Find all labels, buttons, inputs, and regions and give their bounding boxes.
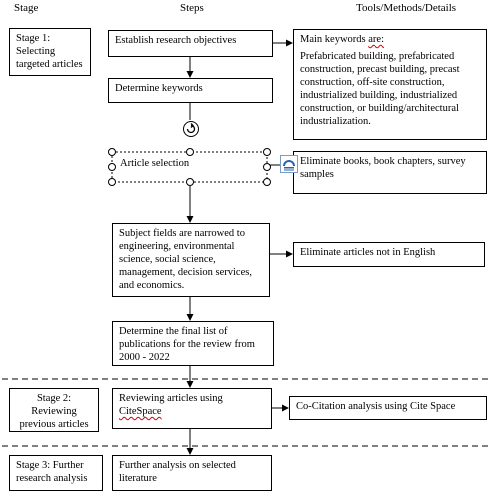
step-final-list-label: Determine the final list of publications… — [119, 326, 255, 363]
step-establish-objectives: Establish research objectives — [108, 30, 273, 57]
step-final-list: Determine the final list of publications… — [112, 321, 274, 366]
step-subject-fields: Subject fields are narrowed to engineeri… — [112, 223, 270, 297]
resize-handle-left[interactable] — [108, 163, 116, 171]
step-establish-objectives-label: Establish research objectives — [115, 35, 237, 46]
tool-eliminate-books: Eliminate books, book chapters, survey s… — [293, 151, 487, 194]
header-stage: Stage — [14, 2, 39, 14]
step-article-selection[interactable]: Article selection — [112, 152, 267, 182]
header-steps: Steps — [180, 2, 204, 14]
resize-handle-top[interactable] — [186, 148, 194, 156]
tool-main-keywords-prefix: Main keywords — [300, 34, 369, 45]
step-article-selection-label: Article selection — [120, 158, 190, 169]
step-subject-fields-label: Subject fields are narrowed to engineeri… — [119, 228, 252, 291]
resize-handle-right[interactable] — [263, 163, 271, 171]
stage-2-box: Stage 2: Reviewing previous articles — [9, 388, 99, 432]
step-determine-keywords: Determine keywords — [108, 78, 273, 103]
step-further-analysis-label: Further analysis on selected literature — [119, 460, 236, 484]
tool-main-keywords-list: Prefabricated building, prefabricated co… — [300, 51, 460, 127]
stage-3-label: Stage 3: Further research analysis — [16, 460, 88, 484]
tool-eliminate-english-label: Eliminate articles not in English — [300, 247, 436, 258]
resize-handle-bottom-right[interactable] — [263, 178, 271, 186]
layout-options-icon[interactable] — [280, 155, 298, 173]
stage-1-label: Stage 1: Selecting targeted articles — [16, 33, 83, 70]
resize-handle-top-left[interactable] — [108, 148, 116, 156]
stage-2-label: Stage 2: Reviewing previous articles — [19, 393, 89, 430]
header-tools: Tools/Methods/Details — [356, 2, 457, 14]
step-further-analysis: Further analysis on selected literature — [112, 455, 272, 491]
tool-cocitation: Co-Citation analysis using Cite Space — [289, 396, 487, 420]
tool-eliminate-english: Eliminate articles not in English — [293, 242, 485, 267]
resize-handle-top-right[interactable] — [263, 148, 271, 156]
step-determine-keywords-label: Determine keywords — [115, 83, 203, 94]
tool-cocitation-label: Co-Citation analysis using Cite Space — [296, 401, 456, 412]
stage-3-box: Stage 3: Further research analysis — [9, 455, 103, 491]
tool-main-keywords: Main keywords are: Prefabricated buildin… — [293, 29, 487, 140]
step-reviewing-citespace: CiteSpace — [119, 406, 162, 417]
step-reviewing-articles: Reviewing articles using CiteSpace — [112, 388, 272, 429]
resize-handle-bottom-left[interactable] — [108, 178, 116, 186]
rotate-handle-icon[interactable] — [182, 120, 200, 138]
tool-main-keywords-are: are: — [368, 34, 384, 45]
step-reviewing-prefix: Reviewing articles using — [119, 393, 223, 404]
stage-1-box: Stage 1: Selecting targeted articles — [9, 28, 91, 76]
tool-eliminate-books-label: Eliminate books, book chapters, survey s… — [300, 156, 466, 180]
resize-handle-bottom[interactable] — [186, 178, 194, 186]
tool-main-keywords-title: Main keywords are: — [300, 33, 480, 46]
step-reviewing-label: Reviewing articles using CiteSpace — [119, 392, 265, 418]
